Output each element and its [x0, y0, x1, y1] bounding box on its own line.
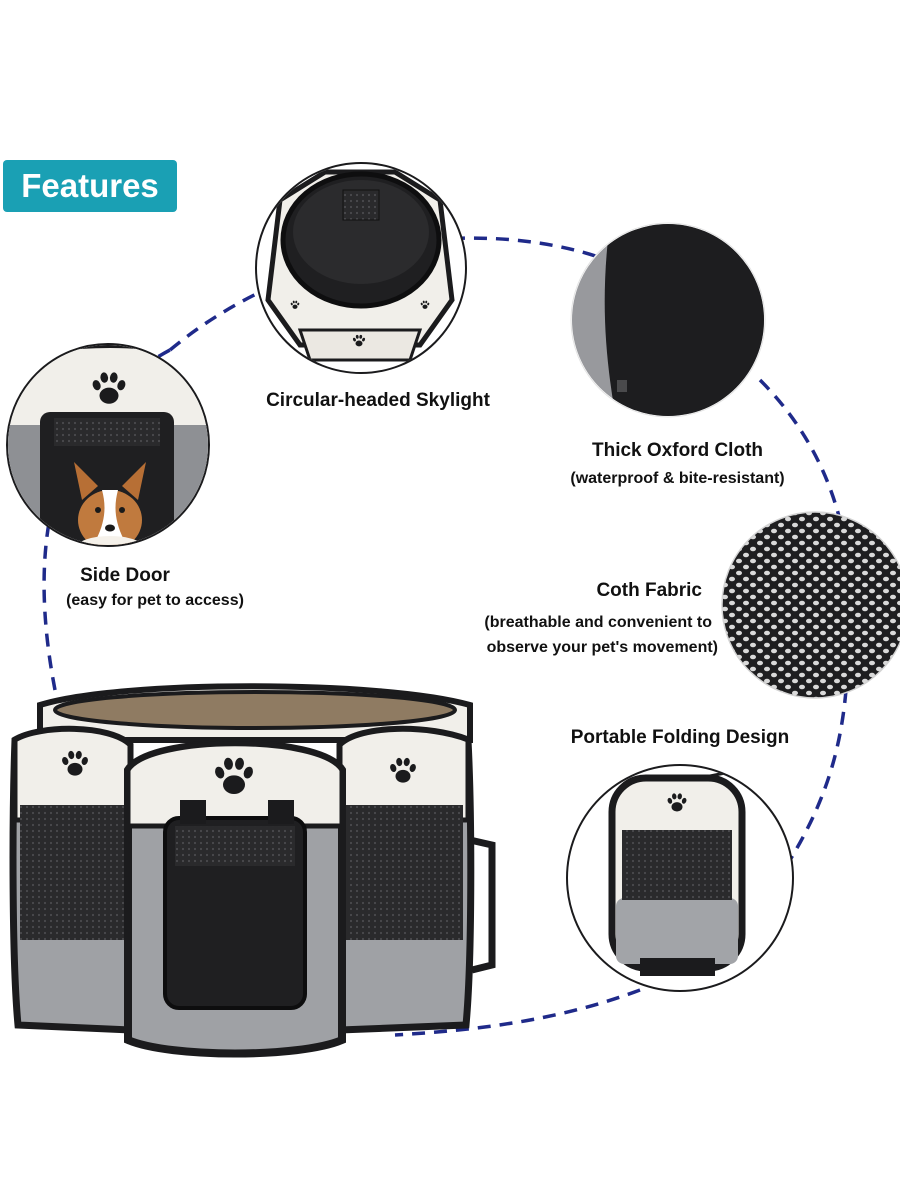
skylight-circle-image [255, 162, 467, 374]
features-badge-label: Features [21, 167, 159, 204]
octagonal-pet-playpen [9, 683, 496, 1058]
oxford-cloth-subtitle: (waterproof & bite-resistant) [570, 470, 785, 487]
pen-panel-left [9, 725, 134, 1034]
side-door-subtitle: (easy for pet to access) [66, 592, 244, 609]
folded-pen-circle-image [566, 764, 794, 992]
mesh-fabric-circle-image [721, 511, 900, 699]
side-door-title: Side Door [80, 565, 170, 586]
pen-panel-right [336, 725, 475, 1034]
oxford-cloth-circle-image [570, 222, 766, 418]
oxford-cloth-title: Thick Oxford Cloth [592, 440, 763, 461]
mesh-fabric-subtitle-line2: observe your pet's movement) [486, 639, 718, 656]
folding-design-title: Portable Folding Design [570, 727, 790, 748]
mesh-fabric-subtitle-line1: (breathable and convenient to [484, 614, 712, 631]
side-door-circle-image [6, 343, 210, 547]
features-badge: Features [3, 160, 177, 212]
corgi-dog-photo [74, 462, 146, 545]
skylight-title: Circular-headed Skylight [266, 390, 490, 411]
mesh-fabric-title: Coth Fabric [596, 580, 702, 601]
pen-panel-center [124, 739, 346, 1058]
